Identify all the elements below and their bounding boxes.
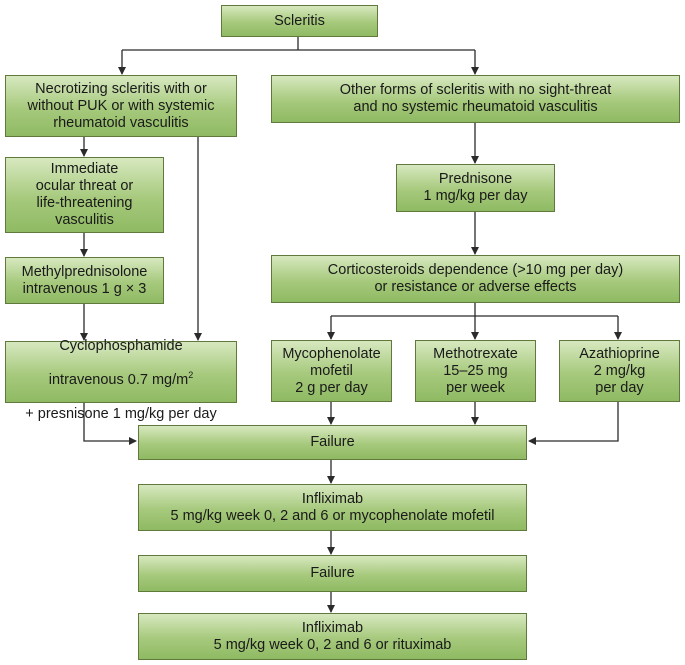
node-methylprednisolone: Methylprednisolone intravenous 1 g × 3	[5, 257, 164, 304]
node-mycophenolate-mofetil: Mycophenolate mofetil 2 g per day	[271, 340, 392, 402]
cyclophosphamide-line3: + presnisone 1 mg/kg per day	[25, 406, 217, 422]
node-infliximab-2: Infliximab 5 mg/kg week 0, 2 and 6 or ri…	[138, 613, 527, 660]
node-immediate-threat: Immediate ocular threat or life-threaten…	[5, 157, 164, 233]
node-other-forms-scleritis: Other forms of scleritis with no sight-t…	[271, 75, 680, 123]
cyclophosphamide-text: Cyclophosphamide intravenous 0.7 mg/m2 +…	[25, 321, 216, 423]
node-failure-1: Failure	[138, 425, 527, 460]
arrow-azathioprine-to-failure	[528, 402, 619, 445]
node-corticosteroids-dependence: Corticosteroids dependence (>10 mg per d…	[271, 255, 680, 303]
cyclophosphamide-line2: intravenous 0.7 mg/m	[48, 372, 189, 388]
node-methotrexate: Methotrexate 15–25 mg per week	[415, 340, 536, 402]
node-necrotizing-scleritis: Necrotizing scleritis with or without PU…	[5, 75, 237, 137]
cyclophosphamide-superscript: 2	[188, 370, 194, 381]
node-failure-2: Failure	[138, 555, 527, 592]
cyclophosphamide-line1: Cyclophosphamide	[59, 338, 183, 354]
node-cyclophosphamide: Cyclophosphamide intravenous 0.7 mg/m2 +…	[5, 338, 237, 422]
node-scleritis: Scleritis	[221, 5, 378, 37]
node-prednisone: Prednisone 1 mg/kg per day	[396, 164, 555, 212]
node-infliximab-1: Infliximab 5 mg/kg week 0, 2 and 6 or my…	[138, 484, 527, 531]
node-azathioprine: Azathioprine 2 mg/kg per day	[559, 340, 680, 402]
